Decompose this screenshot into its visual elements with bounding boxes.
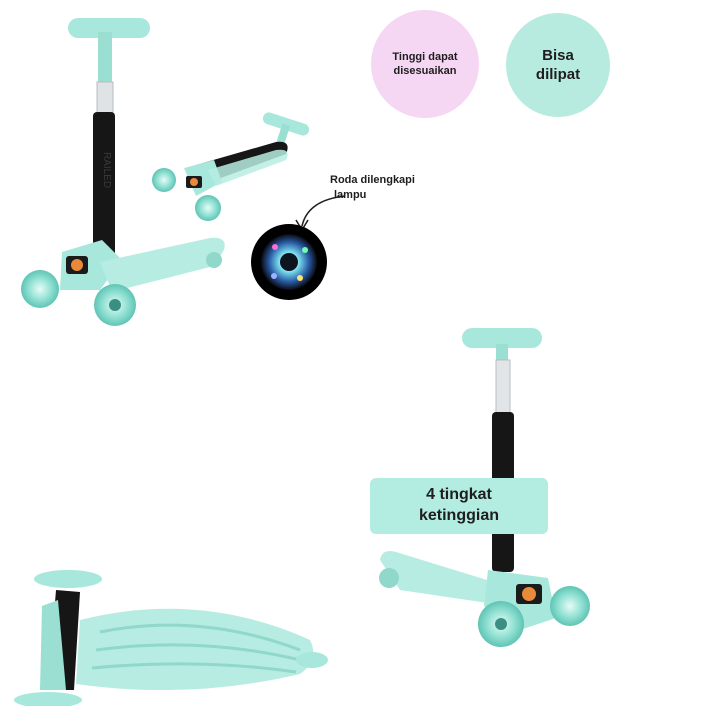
handlebar-right (462, 328, 542, 348)
stem-chrome (96, 81, 114, 117)
lit-wheel (251, 224, 327, 300)
caption-line: lampu (334, 188, 367, 201)
scooter-folded-closeup (14, 570, 328, 708)
wheel-left (21, 270, 59, 308)
caption-line: Roda dilengkapi (330, 174, 415, 186)
badge-line: Bisa (542, 46, 574, 64)
pointer-arrow (301, 195, 346, 227)
badge-line: dilipat (535, 66, 581, 83)
adjustable-height-badge: Tinggi dapat disesuaikan (371, 10, 479, 118)
badge-line: disesuaikan (393, 65, 457, 77)
handlebar (68, 18, 150, 38)
deck-right (380, 551, 508, 606)
folded-deck (76, 608, 314, 691)
scooter-folded (152, 112, 310, 221)
wheel-rear (206, 252, 222, 268)
badge-line: ketinggian (418, 507, 499, 524)
light-wheel-caption: Roda dilengkapi lampu (330, 173, 460, 203)
deck (100, 237, 225, 292)
badge-line: 4 tingkat (426, 486, 492, 504)
svg-text:RAILED: RAILED (101, 152, 112, 188)
badge-line: Tinggi dapat (392, 50, 458, 63)
height-levels-badge: 4 tingkat ketinggian (370, 478, 548, 534)
foldable-badge: Bisa dilipat (506, 13, 610, 117)
scooter-main: RAILED (21, 18, 225, 326)
stem (93, 112, 115, 262)
